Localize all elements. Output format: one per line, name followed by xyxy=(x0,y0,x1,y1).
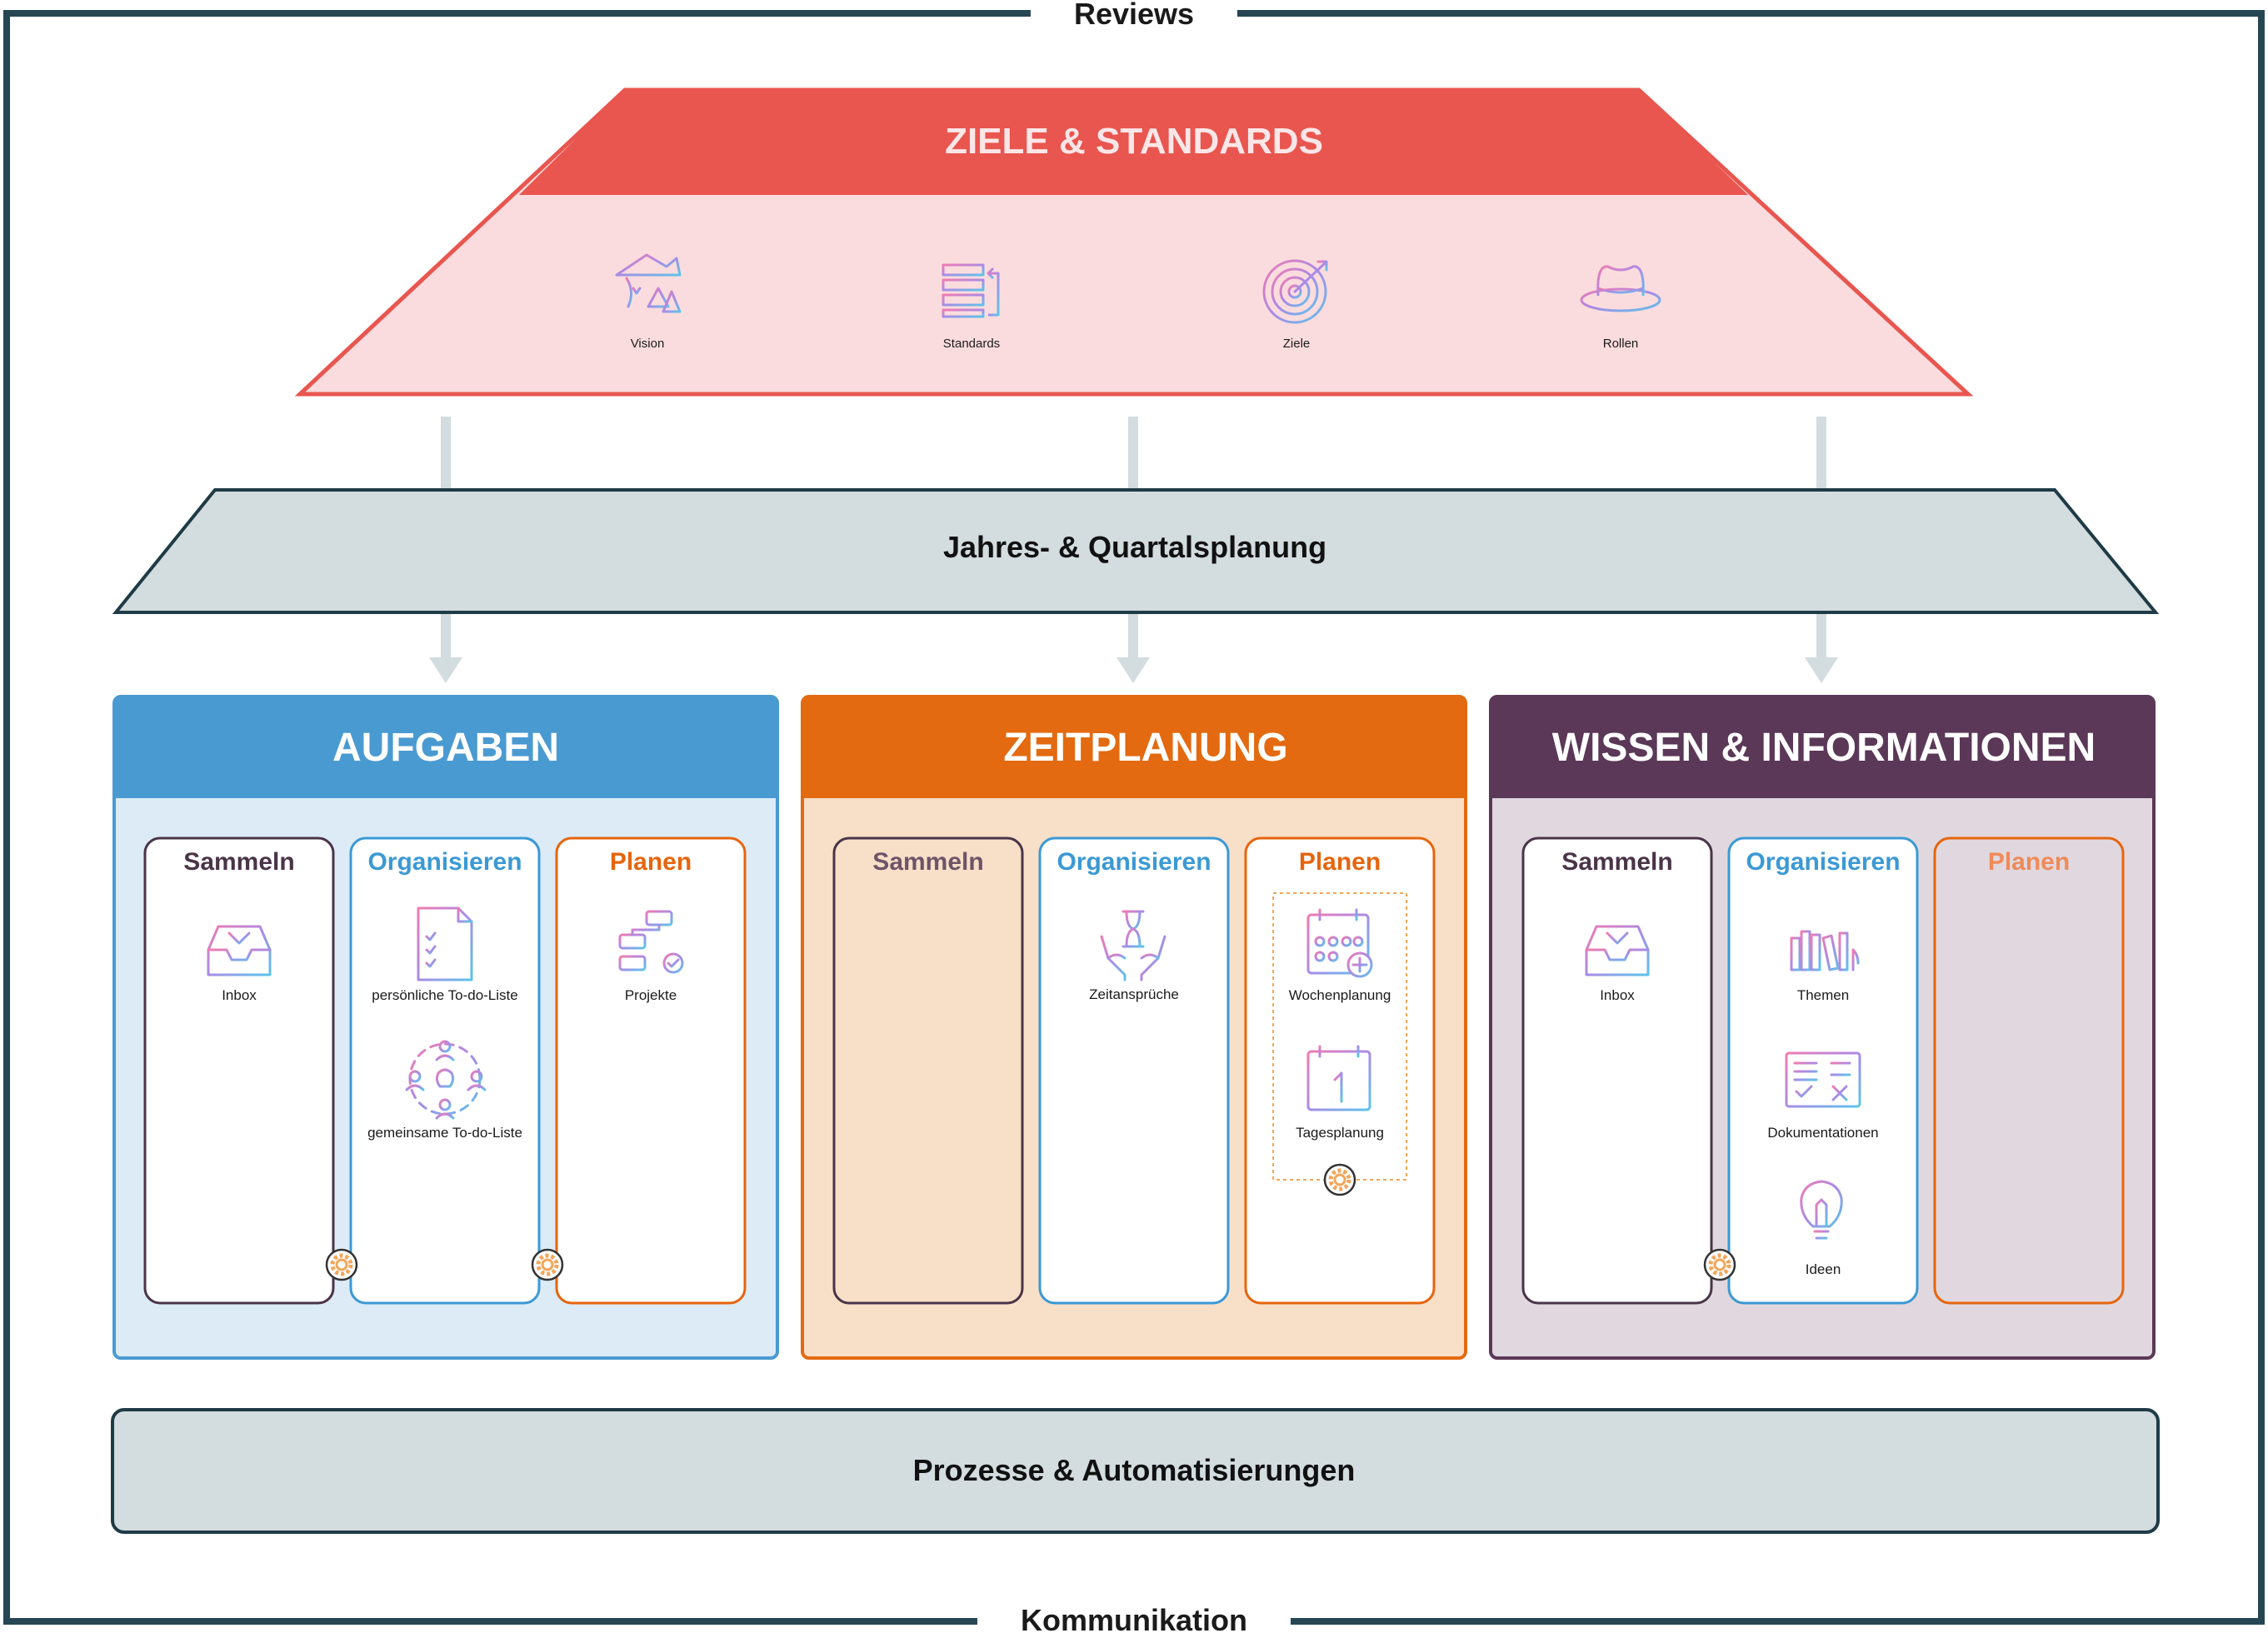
column-title-plan: Planen xyxy=(609,848,692,876)
column-title-collect: Sammeln xyxy=(1561,848,1673,876)
column-title-plan: Planen xyxy=(1987,848,2071,876)
item-label-day-planning: Tagesplanung xyxy=(1296,1125,1384,1141)
item-label-time-claims: Zeitansprüche xyxy=(1089,986,1179,1002)
goal-label-ziele: Ziele xyxy=(1282,337,1311,351)
calendar-add-icon xyxy=(1306,908,1373,978)
hourglass-hands-icon xyxy=(1100,910,1166,981)
connector-line xyxy=(441,417,451,492)
team-idea-icon xyxy=(405,1040,487,1120)
item-label-documentation: Dokumentationen xyxy=(1767,1125,1879,1141)
communication-label: Kommunikation xyxy=(977,1603,1291,1638)
time-collect-column xyxy=(832,836,1024,1305)
planning-arrows xyxy=(429,614,1838,683)
goal-label-vision: Vision xyxy=(630,337,665,351)
column-title-collect: Sammeln xyxy=(183,848,295,876)
item-label-personal-todo: persönliche To-do-Liste xyxy=(372,987,518,1003)
knowledge-plan-column xyxy=(1933,836,2125,1305)
mountain-landscape-icon xyxy=(615,253,682,318)
goal-label-rollen: Rollen xyxy=(1602,337,1639,351)
item-label-shared-todo: gemeinsame To-do-Liste xyxy=(367,1125,522,1141)
connector-line xyxy=(1816,417,1826,492)
tasks-title: AUFGABEN xyxy=(332,726,559,770)
processes-bar xyxy=(111,1408,2160,1534)
column-title-collect: Sammeln xyxy=(872,848,984,876)
project-flow-icon xyxy=(618,910,684,974)
checklist-document-icon xyxy=(417,906,473,981)
goals-title: ZIELE & STANDARDS xyxy=(945,121,1323,162)
automation-gear-icon xyxy=(1325,1165,1355,1195)
inbox-tray-icon xyxy=(1585,908,1650,976)
time-header xyxy=(802,697,1466,798)
inbox-tray-icon xyxy=(207,908,272,976)
tasks-collect-column xyxy=(143,836,335,1305)
column-title-organize: Organisieren xyxy=(1746,848,1901,876)
planning-trapezoid xyxy=(112,488,2160,614)
calendar-day-icon xyxy=(1306,1045,1371,1111)
knowledge-title: WISSEN & INFORMATIONEN xyxy=(1551,726,2096,770)
goals-header-band xyxy=(519,90,1748,195)
item-label-week-planning: Wochenplanung xyxy=(1288,987,1391,1003)
item-label-inbox: Inbox xyxy=(1600,987,1635,1003)
hat-icon xyxy=(1580,265,1661,312)
time-organize-column xyxy=(1038,836,1230,1305)
column-title-organize: Organisieren xyxy=(1057,848,1211,876)
processes-title: Prozesse & Automatisierungen xyxy=(912,1453,1356,1487)
item-label-topics: Themen xyxy=(1796,987,1850,1003)
tasks-plan-column xyxy=(555,836,747,1305)
time-plan-column xyxy=(1244,836,1436,1305)
item-label-inbox: Inbox xyxy=(222,987,257,1003)
reviews-label: Reviews xyxy=(1030,0,1238,32)
knowledge-header xyxy=(1491,697,2154,798)
planning-title: Jahres- & Quartalsplanung xyxy=(942,530,1327,564)
column-title-organize: Organisieren xyxy=(367,848,522,876)
automation-gear-icon xyxy=(327,1250,357,1280)
lightbulb-icon xyxy=(1800,1180,1843,1240)
target-icon xyxy=(1262,259,1328,324)
documentation-icon xyxy=(1785,1051,1861,1108)
tasks-header xyxy=(114,697,777,798)
stack-layers-icon xyxy=(942,263,1000,318)
automation-gear-icon xyxy=(1705,1250,1735,1280)
automation-gear-icon xyxy=(532,1250,562,1280)
item-label-projects: Projekte xyxy=(624,987,677,1003)
connector-line xyxy=(1128,417,1138,492)
item-label-ideas: Ideen xyxy=(1805,1261,1841,1277)
knowledge-collect-column xyxy=(1521,836,1713,1305)
column-title-plan: Planen xyxy=(1298,848,1381,876)
goal-label-standards: Standards xyxy=(942,337,1001,351)
books-icon xyxy=(1781,930,1860,971)
time-title: ZEITPLANUNG xyxy=(1003,726,1288,770)
